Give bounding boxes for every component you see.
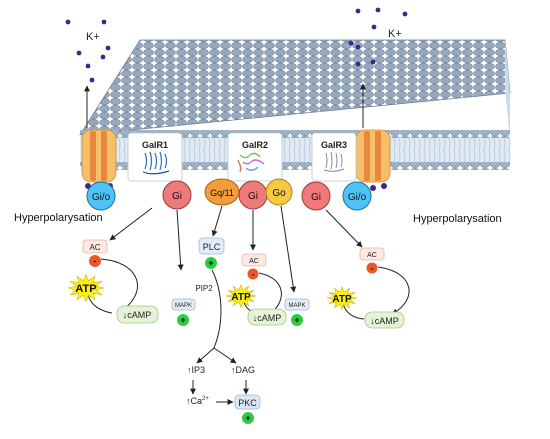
membrane-front-heads-bottom — [80, 162, 510, 170]
pkc-box — [234, 394, 261, 410]
atp-starburst — [67, 273, 105, 303]
receptor-galr1: GalR1 — [127, 132, 183, 182]
atp-starburst — [225, 283, 257, 309]
ac-module-galr2: AC - ATP ↓cAMP — [225, 253, 287, 326]
inhibition-badge — [366, 262, 378, 274]
activation-badge — [242, 412, 254, 424]
galr2-protein-structure-icon — [237, 152, 265, 173]
mapk-box — [171, 298, 196, 311]
membrane-top-surface — [79, 39, 511, 136]
pkc-label: PKC — [238, 398, 257, 408]
plc-pathway: PLC + PIP2 ↑IP3 ↑DAG ↑Ca2+ PKC + — [186, 237, 261, 424]
minus-sign: - — [371, 264, 374, 273]
svg-text:Gi/o: Gi/o — [348, 192, 367, 203]
atp-label: ATP — [75, 283, 96, 295]
calcium-label: ↑Ca2+ — [186, 396, 209, 406]
inhibition-badge — [247, 268, 259, 280]
ac-module-galr1: AC - ATP ↓cAMP — [67, 239, 159, 324]
galr1-protein-structure-icon — [142, 151, 170, 175]
plc-box — [198, 237, 225, 255]
cell-membrane — [79, 39, 511, 170]
receptor-galr2: GalR2 — [227, 132, 283, 182]
mapk-box — [284, 298, 310, 311]
k-ion-label-right: K+ — [388, 28, 402, 40]
g-protein-gi-galr1: Gi — [162, 180, 192, 210]
camp-box — [247, 308, 287, 326]
plus-sign: + — [245, 413, 250, 423]
potassium-ions-right — [348, 7, 408, 67]
camp-label: ↓cAMP — [123, 310, 152, 320]
g-protein-gi-galr3: Gi — [301, 181, 331, 211]
g-protein-gio-left: Gi/o — [86, 181, 116, 211]
mapk-module-galr2: MAPK + — [284, 298, 310, 326]
hyperpolarisation-label-left: Hyperpolarysation — [14, 212, 103, 224]
svg-text:Go: Go — [272, 188, 286, 199]
mapk-label: MAPK — [175, 303, 192, 309]
mapk-module-galr1: MAPK + — [171, 298, 196, 326]
plus-sign: + — [180, 315, 185, 325]
potassium-channel-right — [355, 129, 391, 191]
ac-module-galr3: AC - ATP ↓cAMP — [326, 247, 410, 329]
potassium-ions-left — [65, 19, 111, 83]
galr3-protein-structure-icon — [323, 151, 345, 172]
ac-label: AC — [249, 258, 259, 265]
receptor-galr2-label: GalR2 — [242, 140, 268, 150]
receptor-galr1-label: GalR1 — [142, 140, 168, 150]
svg-text:Gq/11: Gq/11 — [210, 188, 234, 198]
ip3-label: ↑IP3 — [187, 365, 205, 375]
adenylyl-cyclase-box — [241, 253, 267, 267]
plc-label: PLC — [203, 242, 221, 252]
signal-arrows — [109, 205, 363, 293]
camp-label: ↓cAMP — [370, 316, 399, 326]
svg-text:Gi/o: Gi/o — [92, 192, 111, 203]
camp-box — [116, 305, 159, 324]
svg-text:Gi: Gi — [311, 192, 321, 203]
g-protein-gi-galr2: Gi — [238, 180, 268, 210]
adenylyl-cyclase-box — [359, 247, 385, 261]
g-protein-gq11: Gq/11 — [204, 178, 240, 206]
svg-text:Gi: Gi — [172, 191, 182, 202]
activation-badge — [291, 314, 303, 326]
camp-box — [364, 311, 405, 329]
membrane-front-heads-top — [80, 130, 510, 138]
minus-sign: - — [252, 270, 255, 279]
minus-sign: - — [94, 256, 97, 266]
adenylyl-cyclase-box — [82, 239, 108, 254]
pip2-label: PIP2 — [195, 284, 213, 293]
atp-label: ATP — [332, 294, 352, 305]
plus-sign: + — [208, 258, 213, 268]
dag-label: ↑DAG — [231, 365, 255, 375]
k-ion-label-left: K+ — [86, 31, 100, 43]
hyperpolarisation-label-right: Hyperpolarysation — [413, 213, 502, 225]
atp-label: ATP — [231, 292, 251, 303]
ac-label: AC — [367, 252, 377, 259]
inhibition-badge — [89, 255, 101, 267]
atp-starburst — [326, 285, 358, 311]
camp-label: ↓cAMP — [253, 313, 282, 323]
receptor-galr3: GalR3 — [311, 132, 357, 182]
membrane-right-face — [505, 40, 510, 140]
activation-badge — [177, 314, 189, 326]
g-protein-gio-right: Gi/o — [342, 181, 372, 211]
g-protein-go-galr2: Go — [265, 178, 293, 206]
ac-label: AC — [89, 243, 100, 252]
activation-badge — [205, 257, 217, 269]
plus-sign: + — [294, 315, 299, 325]
mapk-label: MAPK — [288, 303, 305, 309]
potassium-channel-left — [81, 129, 117, 191]
receptor-galr3-label: GalR3 — [321, 140, 347, 150]
svg-text:Gi: Gi — [248, 191, 258, 202]
